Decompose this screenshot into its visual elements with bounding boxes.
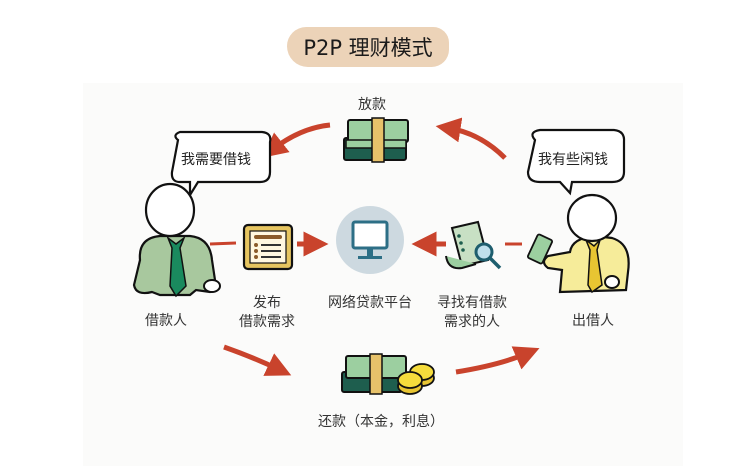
diagram-title: P2P 理财模式 — [287, 27, 449, 67]
platform-computer-icon — [336, 206, 404, 274]
lender-bubble-text: 我有些闲钱 — [538, 152, 608, 168]
arrow-lend-to-borrower — [262, 122, 331, 158]
find-borrowers-label: 寻找有借款 需求的人 — [434, 294, 510, 332]
lender-figure — [527, 193, 630, 294]
repay-label: 还款（本金，利息） — [318, 414, 444, 430]
publish-label-line1: 发布 — [253, 295, 281, 311]
title-text: P2P 理财模式 — [303, 36, 433, 60]
borrower-label: 借款人 — [145, 313, 187, 329]
arrow-lender-to-lend — [435, 117, 507, 160]
lender-speech-bubble — [526, 128, 626, 196]
borrower-figure — [132, 182, 221, 298]
money-stack-icon — [343, 117, 409, 163]
arrow-repay-to-lender — [455, 346, 540, 375]
find-label-line1: 寻找有借款 — [437, 295, 507, 311]
cash-in-hand-icon — [527, 233, 553, 265]
lend-out-label: 放款 — [358, 97, 386, 113]
find-label-line2: 需求的人 — [444, 314, 500, 330]
arrow-borrower-to-repay — [223, 344, 292, 376]
repayment-money-coins-icon — [341, 353, 435, 395]
loan-request-document-icon — [242, 223, 294, 271]
borrower-speech-bubble — [170, 130, 272, 199]
arrow-borrower-to-publish — [209, 241, 237, 246]
publish-label-line2: 借款需求 — [239, 314, 295, 330]
lender-label: 出借人 — [572, 313, 614, 329]
platform-label: 网络贷款平台 — [328, 295, 412, 311]
publish-label: 发布 借款需求 — [239, 294, 295, 332]
search-document-icon — [445, 220, 502, 270]
borrower-bubble-text: 我需要借钱 — [181, 152, 251, 168]
